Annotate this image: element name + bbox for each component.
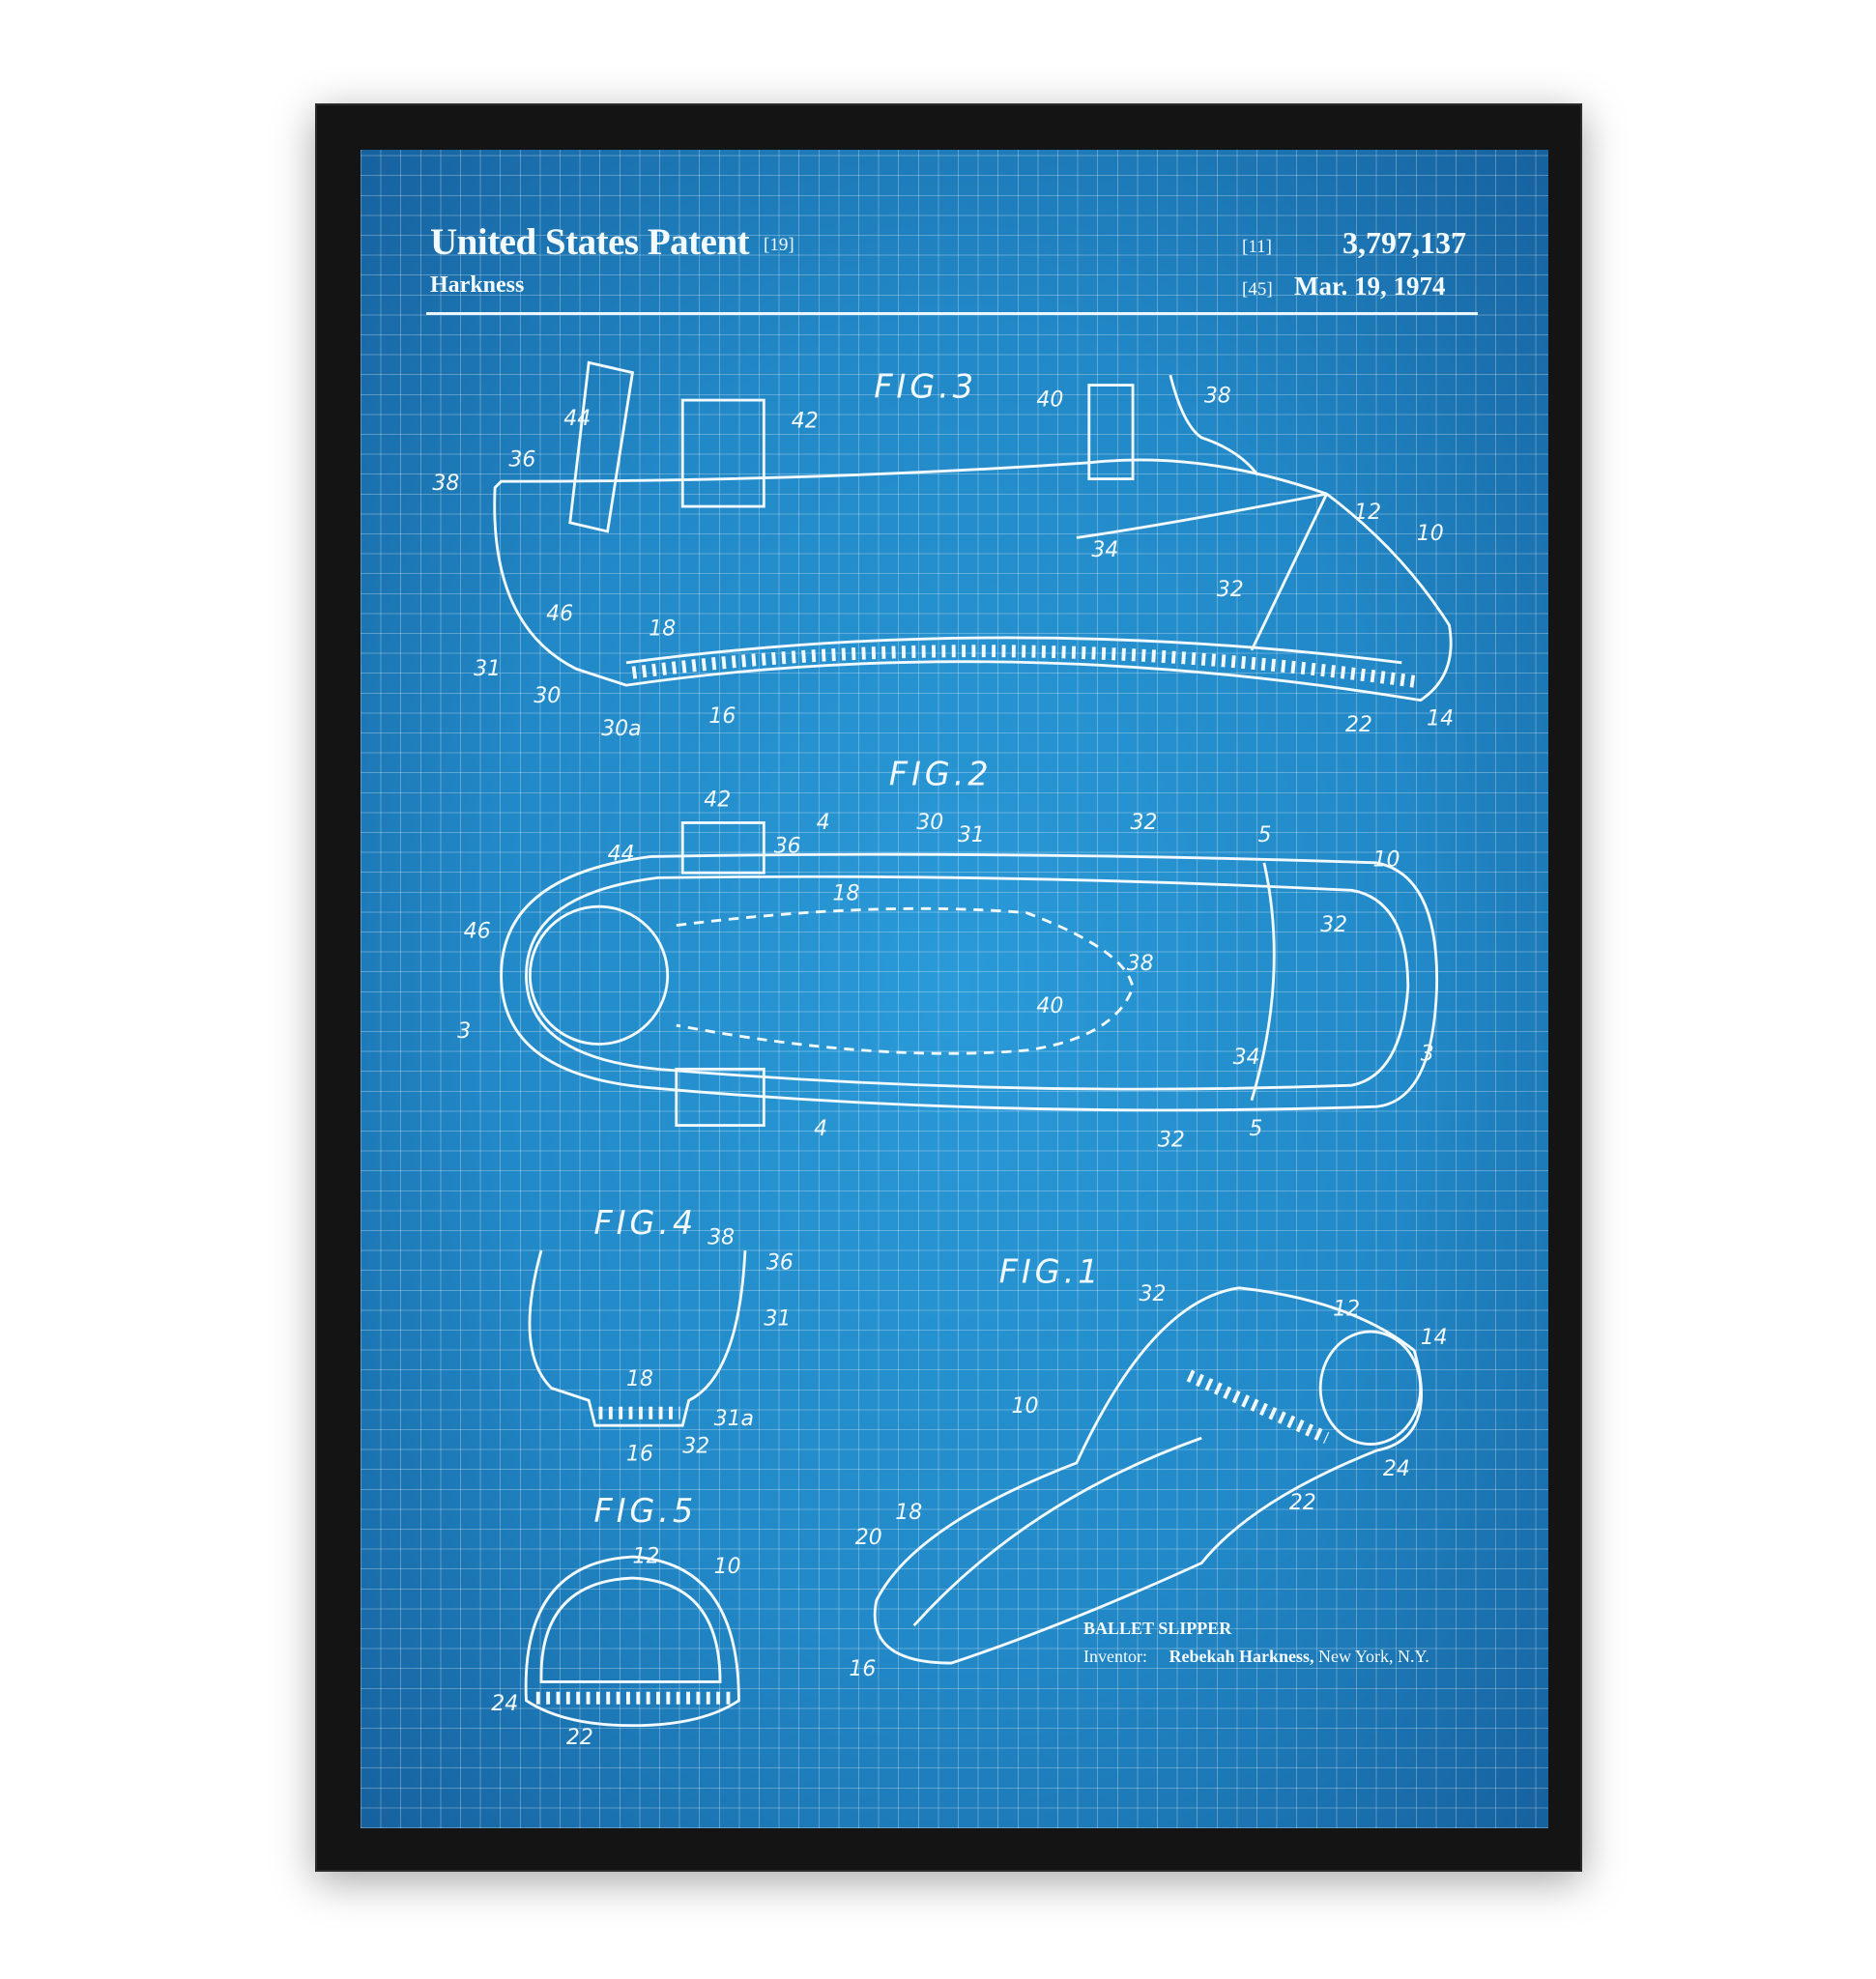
- part-number-label: 38: [707, 1226, 735, 1250]
- part-number-label: 4: [814, 1117, 827, 1141]
- inventor-line: Inventor: Rebekah Harkness, New York, N.…: [1083, 1647, 1429, 1667]
- part-number-label: 12: [632, 1545, 659, 1569]
- date-code: [45]: [1242, 279, 1273, 300]
- part-number-label: 10: [1417, 522, 1444, 546]
- part-number-label: 36: [774, 835, 801, 859]
- part-number-label: 18: [833, 882, 860, 906]
- part-number-label: 10: [714, 1555, 741, 1579]
- part-number-label: 42: [704, 789, 731, 813]
- part-number-label: 38: [432, 472, 459, 496]
- part-number-label: 32: [1158, 1129, 1185, 1153]
- part-number-label: 38: [1127, 952, 1154, 976]
- part-number-label: 22: [1289, 1491, 1316, 1515]
- fig3-shoe-outline: [493, 458, 1453, 703]
- inventor-label: Inventor:: [1083, 1647, 1147, 1666]
- inventor-location: New York, N.Y.: [1318, 1647, 1429, 1666]
- patent-title: United States Patent: [430, 221, 750, 263]
- part-number-label: 36: [766, 1250, 794, 1275]
- part-number-label: 24: [1383, 1457, 1410, 1481]
- figure-3-side-view: FIG.3 44 42 40 38 36 38 12: [432, 360, 1454, 741]
- part-number-label: 32: [1217, 578, 1244, 602]
- figure-4-cross-section: FIG.4 38 36 31 18 31a 16 32: [528, 1204, 794, 1466]
- part-number-label: 12: [1354, 501, 1381, 525]
- part-number-label: 31a: [714, 1407, 754, 1431]
- part-number-label: 5: [1249, 1117, 1262, 1141]
- part-number-label: 42: [792, 410, 819, 434]
- part-number-label: 14: [1427, 707, 1454, 731]
- part-number-label: 30: [534, 684, 561, 708]
- part-number-label: 46: [546, 602, 573, 626]
- fig3-label: FIG.3: [874, 367, 977, 405]
- part-number-label: 16: [849, 1657, 876, 1681]
- number-code: [11]: [1242, 237, 1272, 257]
- part-number-label: 31: [764, 1307, 791, 1332]
- part-number-label: 22: [1345, 713, 1372, 737]
- part-number-label: 3: [457, 1019, 471, 1044]
- part-number-label: 34: [1091, 538, 1118, 562]
- part-number-label: 30: [916, 811, 943, 835]
- part-number-label: 10: [1373, 848, 1400, 873]
- part-number-label: 14: [1421, 1326, 1448, 1350]
- part-number-label: 20: [855, 1526, 882, 1550]
- poster-frame: United States Patent [19] Harkness [11] …: [315, 103, 1582, 1872]
- part-number-label: 40: [1036, 388, 1063, 413]
- part-number-label: 32: [1130, 811, 1157, 835]
- invention-title: BALLET SLIPPER: [1083, 1619, 1232, 1638]
- part-number-label: 18: [895, 1501, 922, 1525]
- header-rule: [426, 312, 1478, 315]
- part-number-label: 24: [491, 1692, 518, 1716]
- part-number-label: 3: [1421, 1042, 1434, 1066]
- part-number-label: 18: [649, 617, 676, 641]
- part-number-label: 22: [566, 1726, 593, 1750]
- part-number-label: 16: [708, 704, 736, 729]
- part-number-label: 16: [626, 1442, 653, 1466]
- patent-drawings: FIG.3 44 42 40 38 36 38 12: [432, 360, 1454, 1750]
- part-number-label: 32: [1320, 913, 1347, 937]
- inventor-name: Rebekah Harkness,: [1169, 1647, 1314, 1666]
- fig5-label: FIG.5: [593, 1492, 697, 1530]
- figure-1-perspective: FIG.1 32 12 14 10 24 22 18 20 16: [849, 1253, 1447, 1681]
- figure-5-toe-section: FIG.5 12 10 24 22: [491, 1492, 740, 1750]
- part-number-label: 36: [508, 448, 535, 473]
- part-number-label: 12: [1333, 1297, 1360, 1321]
- part-number-label: 38: [1204, 385, 1231, 409]
- patent-date: Mar. 19, 1974: [1294, 272, 1446, 301]
- fig2-label: FIG.2: [889, 756, 993, 793]
- part-number-label: 31: [958, 823, 985, 847]
- part-number-label: 44: [563, 407, 591, 431]
- part-number-label: 34: [1233, 1046, 1260, 1070]
- title-code: [19]: [764, 235, 794, 255]
- part-number-label: 10: [1012, 1394, 1039, 1419]
- part-number-label: 44: [608, 842, 635, 866]
- blueprint-sheet: United States Patent [19] Harkness [11] …: [361, 150, 1548, 1828]
- part-number-label: 5: [1257, 823, 1271, 847]
- fig3-strap-44: [568, 360, 635, 533]
- patent-number: 3,797,137: [1342, 225, 1466, 260]
- inventor-surname: Harkness: [430, 272, 525, 298]
- fig2-shoe-outline: [500, 852, 1438, 1112]
- fig5-outline: [524, 1555, 740, 1728]
- fig4-label: FIG.4: [593, 1204, 697, 1242]
- part-number-label: 32: [1140, 1282, 1167, 1306]
- part-number-label: 30a: [601, 717, 641, 741]
- part-number-label: 4: [817, 811, 830, 835]
- part-number-label: 18: [626, 1367, 653, 1391]
- part-number-label: 46: [464, 920, 491, 944]
- fig4-outline: [528, 1249, 747, 1427]
- part-number-label: 31: [474, 657, 501, 681]
- part-number-label: 32: [682, 1435, 709, 1459]
- figure-2-top-view: FIG.2 42 4 30 31 32 5 10 44 36: [457, 756, 1438, 1153]
- fig1-label: FIG.1: [999, 1253, 1103, 1291]
- part-number-label: 40: [1036, 994, 1063, 1018]
